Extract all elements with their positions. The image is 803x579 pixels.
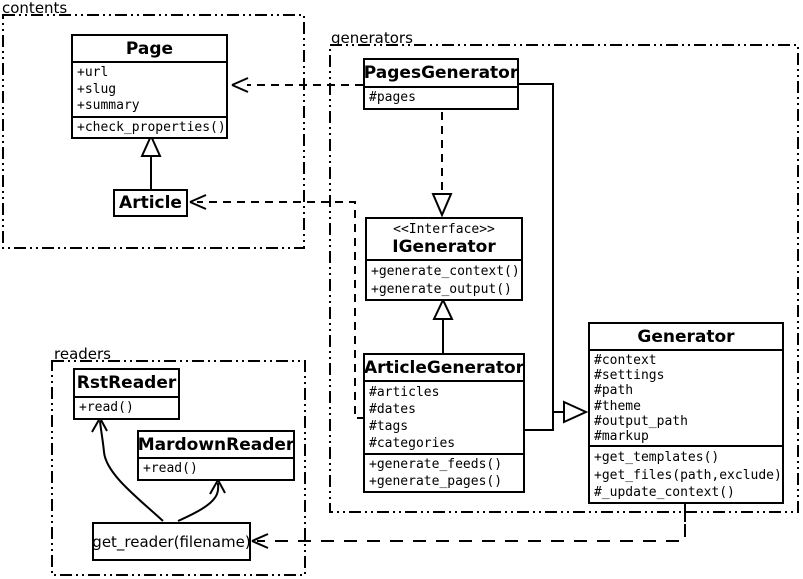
package-label-contents: contents bbox=[2, 0, 68, 17]
mardownreader-methods: +read() bbox=[139, 457, 293, 479]
edge-article-to-page bbox=[140, 133, 162, 189]
edge-getreader-to-rstreader bbox=[91, 417, 164, 522]
method: +generate_output() bbox=[371, 281, 512, 297]
package-border-contents bbox=[2, 14, 305, 249]
method: #_update_context() bbox=[594, 484, 735, 500]
class-name-pagesgenerator: PagesGenerator bbox=[365, 63, 517, 83]
edge-generator-to-getreader bbox=[251, 500, 686, 549]
method: +read() bbox=[143, 461, 198, 476]
attribute: #tags bbox=[369, 419, 409, 434]
edge-pagesgenerator-to-generator bbox=[518, 83, 564, 413]
pagesgenerator-attributes: #pages bbox=[365, 86, 517, 108]
edge-getreader-to-mardownreader bbox=[177, 479, 226, 522]
generator-methods: +get_templates() +get_files(path,exclude… bbox=[590, 445, 782, 502]
articlegenerator-attributes: #articles #dates #tags #categories bbox=[365, 380, 523, 453]
attribute: +url bbox=[77, 65, 109, 80]
attribute: #pages bbox=[369, 90, 416, 105]
class-box-rstreader: RstReader +read() bbox=[73, 368, 180, 420]
igenerator-methods: +generate_context() +generate_output() bbox=[367, 259, 521, 299]
class-box-generator: Generator #context #settings #path #them… bbox=[588, 322, 784, 505]
igenerator-header: <<Interface>> IGenerator bbox=[367, 219, 521, 259]
class-name-article: Article bbox=[119, 193, 182, 213]
method: +generate_pages() bbox=[369, 473, 503, 489]
attribute: #output_path bbox=[594, 413, 688, 429]
page-attributes: +url +slug +summary bbox=[73, 61, 226, 116]
method: +generate_feeds() bbox=[369, 457, 503, 472]
method: +check_properties() bbox=[77, 119, 226, 135]
edge-pagesgenerator-to-page bbox=[231, 77, 363, 93]
class-box-articlegenerator: ArticleGenerator #articles #dates #tags … bbox=[363, 353, 525, 493]
interface-stereotype: <<Interface>> bbox=[393, 221, 495, 237]
articlegenerator-methods: +generate_feeds() +generate_pages() bbox=[365, 453, 523, 491]
attribute: #articles bbox=[369, 385, 440, 400]
edge-articlegenerator-to-article bbox=[189, 194, 365, 419]
package-label-generators: generators bbox=[331, 29, 413, 47]
class-name-igenerator: IGenerator bbox=[392, 236, 496, 257]
class-box-pagesgenerator: PagesGenerator #pages bbox=[363, 58, 519, 110]
attribute: #categories bbox=[369, 436, 456, 451]
attribute: +slug bbox=[77, 81, 117, 97]
attribute: #context bbox=[594, 353, 657, 368]
class-box-article: Article bbox=[113, 189, 188, 217]
method: +read() bbox=[79, 400, 134, 415]
attribute: #dates bbox=[369, 402, 416, 417]
class-name-rstreader: RstReader bbox=[76, 373, 177, 393]
edge-articlegenerator-to-generator bbox=[525, 400, 589, 431]
method: +get_templates() bbox=[594, 450, 720, 466]
package-border-readers bbox=[51, 360, 306, 576]
attribute: #path bbox=[594, 383, 634, 399]
package-border-generators bbox=[329, 44, 799, 513]
class-name-mardownreader: MardownReader bbox=[139, 434, 293, 455]
edge-articlegenerator-to-igenerator bbox=[432, 297, 454, 353]
method: +generate_context() bbox=[371, 264, 520, 279]
class-name-generator: Generator bbox=[637, 326, 735, 347]
generator-attributes: #context #settings #path #theme #output_… bbox=[590, 349, 782, 445]
class-box-igenerator: <<Interface>> IGenerator +generate_conte… bbox=[365, 217, 523, 301]
function-box-get-reader: get_reader(filename) bbox=[92, 522, 251, 561]
method: +get_files(path,exclude) bbox=[594, 467, 782, 483]
edge-pagesgenerator-to-igenerator bbox=[431, 112, 453, 218]
attribute: #settings bbox=[594, 368, 665, 384]
attribute: +summary bbox=[77, 98, 140, 113]
package-label-readers: readers bbox=[54, 345, 111, 363]
rstreader-methods: +read() bbox=[75, 396, 178, 418]
attribute: #markup bbox=[594, 429, 649, 445]
class-box-page: Page +url +slug +summary +check_properti… bbox=[71, 34, 228, 139]
attribute: #theme bbox=[594, 398, 641, 414]
class-name-page: Page bbox=[125, 38, 174, 59]
class-box-mardownreader: MardownReader +read() bbox=[137, 430, 295, 481]
page-methods: +check_properties() bbox=[73, 115, 226, 138]
class-name-articlegenerator: ArticleGenerator bbox=[365, 357, 523, 378]
